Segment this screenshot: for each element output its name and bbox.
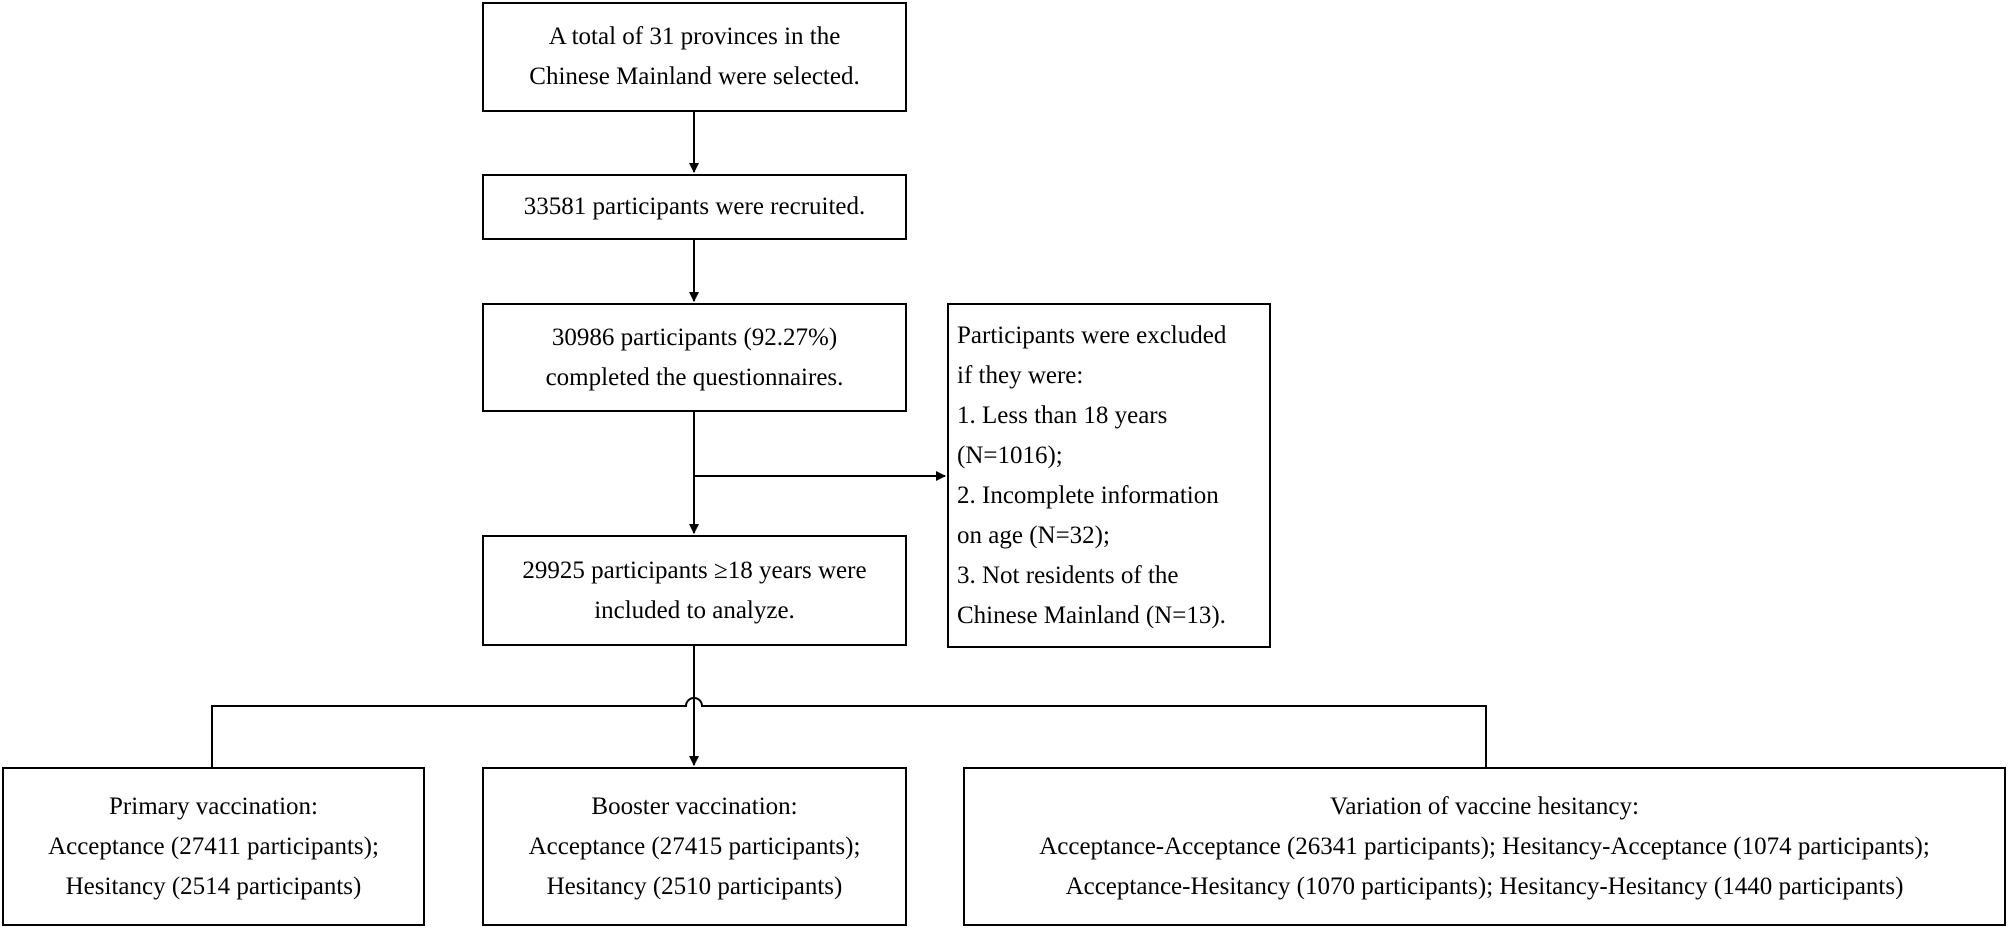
node-text-line: 3. Not residents of the bbox=[957, 561, 1179, 589]
node-text-line: 1. Less than 18 years bbox=[957, 401, 1168, 429]
node-text-line: Acceptance-Hesitancy (1070 participants)… bbox=[1065, 872, 1904, 900]
node-text-line: Chinese Mainland were selected. bbox=[529, 63, 860, 90]
node-text-line: if they were: bbox=[957, 361, 1084, 389]
node-text-line: 30986 participants (92.27%) bbox=[551, 323, 838, 351]
node-completed: 30986 participants (92.27%) completed the… bbox=[482, 303, 907, 412]
node-text-line: 2. Incomplete information bbox=[957, 481, 1219, 509]
node-text-line: Participants were excluded bbox=[957, 321, 1227, 349]
node-text-line: 33581 participants were recruited. bbox=[523, 193, 866, 220]
node-text-line: Acceptance (27415 participants); bbox=[528, 832, 861, 860]
node-primary: Primary vaccination: Acceptance (27411 pa… bbox=[2, 767, 425, 926]
node-text-line: Booster vaccination: bbox=[591, 792, 798, 820]
line-horizontal-bus bbox=[211, 697, 1487, 767]
node-text-line: completed the questionnaires. bbox=[545, 363, 844, 391]
node-text-line: Variation of vaccine hesitancy: bbox=[1330, 792, 1639, 820]
node-text-line: on age (N=32); bbox=[957, 521, 1110, 549]
node-text-line: (N=1016); bbox=[957, 441, 1063, 469]
node-text-line: Chinese Mainland (N=13). bbox=[957, 601, 1226, 629]
node-text-line: A total of 31 provinces in the bbox=[548, 23, 841, 50]
node-included: 29925 participants ≥18 years were include… bbox=[482, 535, 907, 646]
node-text-line: Hesitancy (2514 participants) bbox=[65, 872, 362, 900]
node-booster: Booster vaccination: Acceptance (27415 pa… bbox=[482, 767, 907, 926]
node-text-line: Primary vaccination: bbox=[109, 792, 318, 820]
node-variation: Variation of vaccine hesitancy: Acceptanc… bbox=[963, 767, 2006, 926]
node-text-line: 29925 participants ≥18 years were bbox=[522, 556, 867, 584]
node-text-line: Acceptance (27411 participants); bbox=[48, 832, 379, 860]
node-excluded: Participants were excluded if they were: 1… bbox=[947, 303, 1271, 648]
node-text-line: Hesitancy (2510 participants) bbox=[546, 872, 843, 900]
node-text-line: Acceptance-Acceptance (26341 participant… bbox=[1039, 832, 1930, 860]
node-text-line: included to analyze. bbox=[594, 596, 795, 624]
node-recruited: 33581 participants were recruited. bbox=[482, 174, 907, 240]
